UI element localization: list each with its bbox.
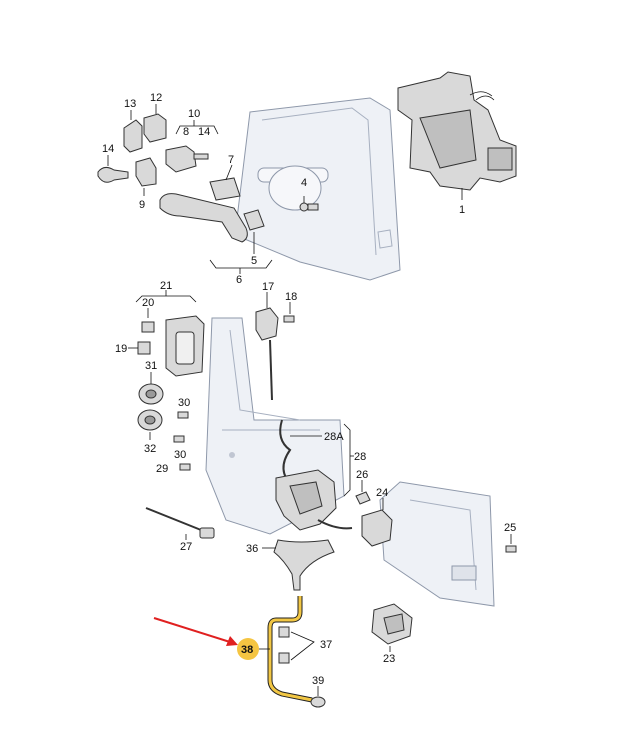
callout-38-badge[interactable]: 38 [237,638,259,660]
callout-7: 7 [228,154,234,166]
callout-21: 21 [160,280,172,292]
part-28-lock-mechanism [275,469,353,531]
part-30-screw-b [173,435,185,443]
callout-28: 28 [354,451,366,463]
part-29-screw [179,463,191,471]
part-1-lock-housing [397,71,517,191]
part-21-handle-housing [165,315,205,377]
highlight-arrow [153,617,238,646]
callout-17: 17 [262,281,274,293]
callout-31: 31 [145,360,157,372]
part-24-striker [361,509,393,547]
part-7-gasket [209,177,241,201]
part-23-lock-bracket [371,603,413,645]
callout-25: 25 [504,522,516,534]
part-38-connecting-rod [267,596,313,703]
door-rear-panel [379,481,495,607]
callout-12: 12 [150,92,162,104]
part-36-inner-handle [273,539,335,591]
callout-4: 4 [301,177,307,189]
part-26-clip [355,491,371,505]
part-30-screw-a [177,411,189,419]
part-25-screw [505,545,517,553]
callout-1: 1 [459,204,465,216]
callout-8: 8 [183,126,189,138]
callout-38: 38 [241,644,253,656]
part-31-seal [138,383,164,405]
part-39-cap [310,696,326,708]
part-5-insert [243,209,265,231]
callout-36: 36 [246,543,258,555]
callout-23: 23 [383,653,395,665]
part-13-cap [123,119,143,153]
part-37-clip-a [278,626,290,638]
part-37-clip-b [278,652,290,664]
callout-13: 13 [124,98,136,110]
part-20-screw [141,321,155,333]
callout-9: 9 [139,199,145,211]
callout-30-b: 30 [174,449,186,461]
callout-30-a: 30 [178,397,190,409]
door-outer-panel [234,97,401,281]
part-17-rod [255,307,279,401]
callout-29: 29 [156,463,168,475]
part-32-seal [137,409,163,431]
part-6-door-handle [159,193,248,243]
callout-24: 24 [376,487,388,499]
part-12-cap [143,113,167,143]
callout-14-lower: 14 [102,143,114,155]
part-9-bracket [135,157,157,187]
callout-37: 37 [320,639,332,651]
callout-28a: 28A [324,431,344,443]
part-14-lever [97,166,129,183]
callout-26: 26 [356,469,368,481]
callout-39: 39 [312,675,324,687]
callout-27: 27 [180,541,192,553]
callout-5: 5 [251,255,257,267]
callout-32: 32 [144,443,156,455]
part-18-screw [283,315,295,323]
callout-18: 18 [285,291,297,303]
callout-19: 19 [115,343,127,355]
part-19-clip [137,341,151,355]
part-8-lock-cylinder [165,145,209,173]
callout-6: 6 [236,274,242,286]
part-4-screw [299,202,319,212]
callout-20: 20 [142,297,154,309]
callout-10: 10 [188,108,200,120]
part-27-bowden-cable [145,507,215,539]
callout-14-upper: 14 [198,126,210,138]
